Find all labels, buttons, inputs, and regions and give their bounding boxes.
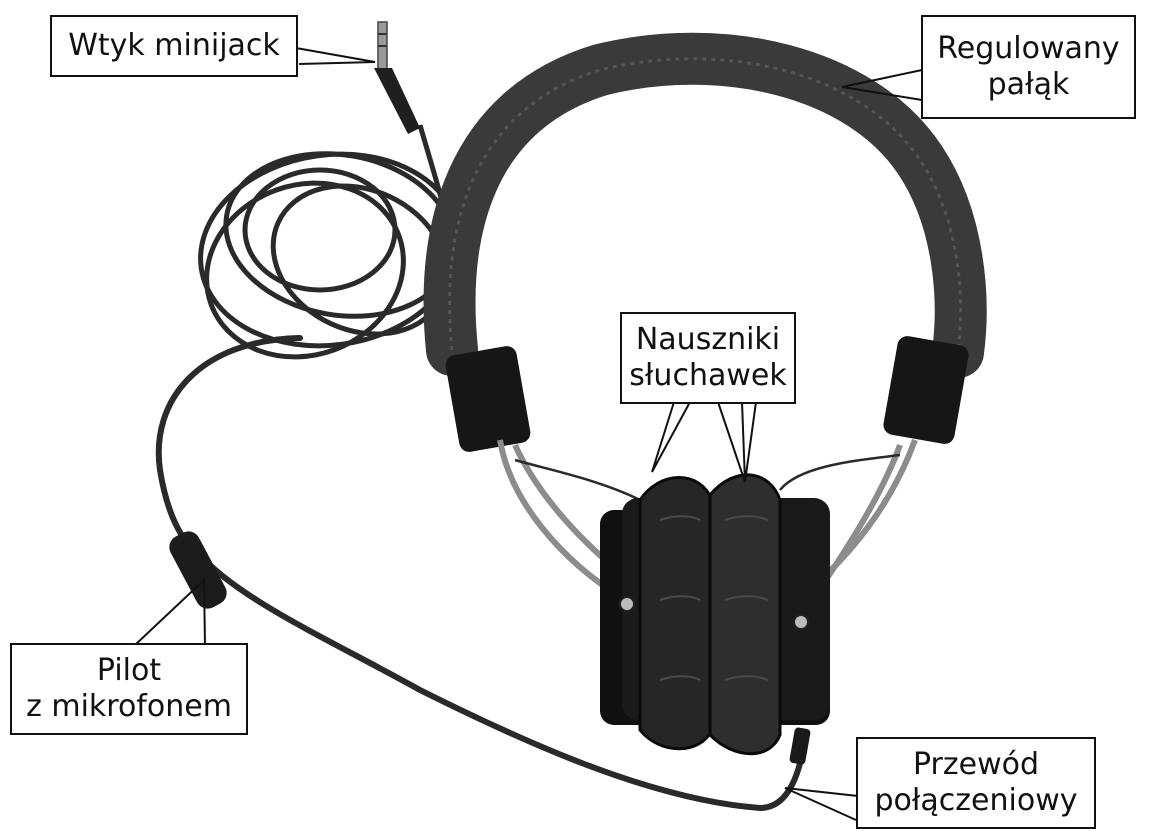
label-earcups-line1: Nauszniki: [635, 322, 781, 357]
label-headband-line2: pałąk: [987, 67, 1070, 102]
ear-cups: [600, 473, 830, 756]
label-cable-line2: połączeniowy: [874, 783, 1078, 818]
pointer-plug: [295, 47, 376, 65]
pointer-headband: [841, 69, 923, 101]
pointer-earcups-mid: [717, 401, 746, 483]
remote-body: [169, 531, 227, 609]
label-cable-line1: Przewód: [912, 747, 1040, 782]
right-hinge: [883, 336, 969, 444]
label-minijack-plug-text: Wtyk minijack: [68, 28, 280, 63]
label-headband: Regulowany pałąk: [921, 15, 1136, 119]
pointer-cable: [784, 787, 859, 821]
pointer-earcups-left: [651, 401, 691, 473]
label-remote: Pilot z mikrofonem: [10, 643, 248, 735]
label-remote-line1: Pilot: [96, 653, 162, 688]
left-hinge: [445, 346, 531, 452]
headband: [423, 32, 987, 378]
minijack-plug: [374, 21, 420, 134]
label-minijack-plug: Wtyk minijack: [50, 15, 298, 77]
label-earcups: Nauszniki słuchawek: [620, 312, 796, 404]
callout-lines: [134, 47, 923, 821]
pointer-earcups-right: [744, 401, 757, 483]
label-cable: Przewód połączeniowy: [856, 737, 1096, 829]
earcup-connector: [789, 727, 811, 765]
label-earcups-line2: słuchawek: [629, 358, 787, 393]
pointer-remote: [134, 577, 206, 646]
label-headband-line1: Regulowany: [937, 31, 1120, 66]
label-remote-line2: z mikrofonem: [26, 689, 232, 724]
main-cable: [155, 335, 808, 812]
